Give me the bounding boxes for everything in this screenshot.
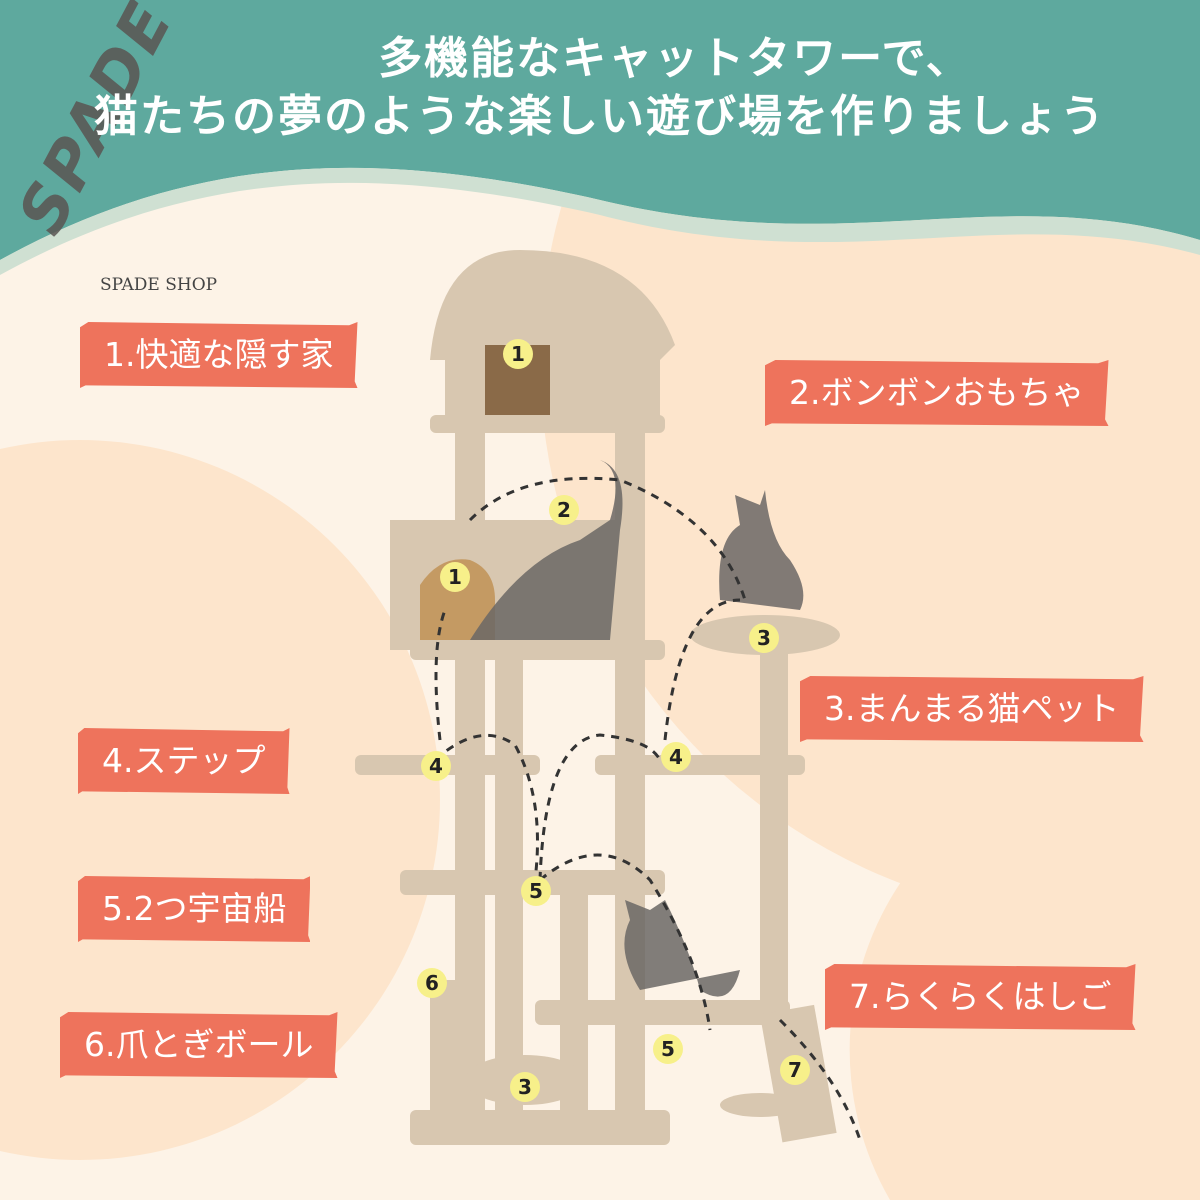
feature-label-6: 6.爪とぎボール bbox=[60, 1012, 338, 1078]
number-marker: 3 bbox=[510, 1072, 540, 1102]
number-marker: 2 bbox=[549, 495, 579, 525]
header-title-line2: 猫たちの夢のような楽しい遊び場を作りましょう bbox=[94, 91, 1106, 142]
number-marker: 5 bbox=[521, 876, 551, 906]
feature-label-7: 7.らくらくはしご bbox=[825, 964, 1136, 1030]
number-marker: 7 bbox=[780, 1055, 810, 1085]
number-marker: 6 bbox=[417, 968, 447, 998]
number-marker: 4 bbox=[421, 751, 451, 781]
cat-silhouettes bbox=[470, 460, 804, 997]
number-marker: 4 bbox=[661, 742, 691, 772]
number-marker: 5 bbox=[653, 1034, 683, 1064]
jump-paths bbox=[434, 476, 862, 1141]
feature-label-4: 4.ステップ bbox=[78, 728, 290, 794]
shop-name: SPADE SHOP bbox=[100, 275, 218, 295]
number-marker: 1 bbox=[440, 562, 470, 592]
number-marker: 3 bbox=[749, 623, 779, 653]
header-band bbox=[0, 0, 1200, 260]
header-title-line1: 多機能なキャットタワーで、 bbox=[378, 33, 972, 84]
feature-label-5: 5.2つ宇宙船 bbox=[78, 876, 311, 942]
feature-label-3: 3.まんまる猫ペット bbox=[800, 676, 1144, 742]
cat-tower bbox=[355, 250, 840, 1145]
number-marker: 1 bbox=[503, 339, 533, 369]
feature-label-1: 1.快適な隠す家 bbox=[80, 322, 358, 388]
feature-label-2: 2.ボンボンおもちゃ bbox=[765, 360, 1109, 426]
background-blob bbox=[0, 440, 440, 1160]
